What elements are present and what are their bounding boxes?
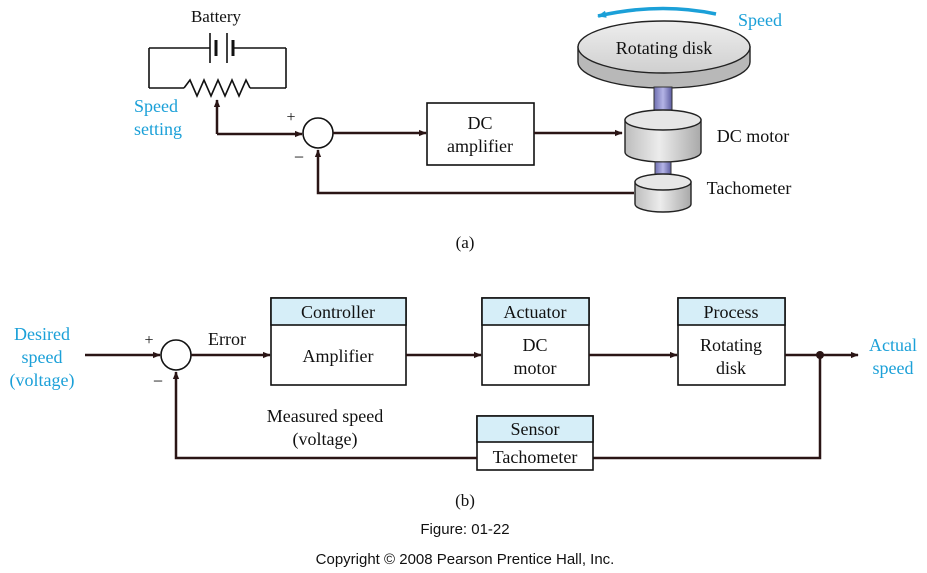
plus-sign-a: +	[286, 109, 295, 126]
actuator-header: Actuator	[504, 302, 567, 322]
measured-speed-label-line2: (voltage)	[293, 429, 358, 450]
dc-amplifier-label-line2: amplifier	[447, 136, 513, 156]
actual-speed-label-line2: speed	[873, 358, 914, 378]
speed-label-a: Speed	[738, 10, 782, 30]
tachometer	[634, 173, 692, 213]
sensor-block	[476, 415, 594, 471]
tachometer-feedback-arrow	[314, 149, 634, 195]
speed-setting-label-line1: Speed	[134, 96, 178, 116]
process-body-line1: Rotating	[700, 335, 762, 355]
speed-setting-signal	[213, 99, 303, 138]
measured-speed-feedback-arrow	[172, 371, 477, 460]
controller-header: Controller	[301, 302, 375, 322]
dc-amplifier-label-line1: DC	[467, 113, 492, 133]
caption-b: (b)	[455, 491, 475, 510]
diagram-b: Desired speed (voltage) + − Error Contro…	[10, 297, 917, 510]
diagram-a: Battery Speed setting + − DC amplifier R…	[134, 6, 792, 252]
process-body-line2: disk	[716, 358, 746, 378]
battery-circuit	[148, 47, 287, 98]
caption-a: (a)	[456, 233, 475, 252]
desired-speed-label-line1: Desired	[14, 324, 70, 344]
speed-rotation-arrow	[597, 6, 717, 18]
battery-label: Battery	[191, 7, 242, 26]
potentiometer-resistor	[183, 78, 251, 98]
minus-sign-b: −	[153, 371, 163, 391]
dc-motor	[624, 109, 702, 163]
process-header: Process	[704, 302, 759, 322]
desired-speed-label-line3: (voltage)	[10, 370, 75, 391]
actual-speed-label-line1: Actual	[869, 335, 917, 355]
dc-motor-label: DC motor	[717, 126, 790, 146]
sensor-body: Tachometer	[493, 447, 578, 467]
desired-speed-label-line2: speed	[22, 347, 63, 367]
copyright-notice: Copyright © 2008 Pearson Prentice Hall, …	[316, 551, 615, 568]
error-label: Error	[208, 329, 246, 349]
output-to-sensor-arrow	[584, 355, 822, 462]
actuator-body-line2: motor	[514, 358, 557, 378]
tachometer-label-a: Tachometer	[707, 178, 792, 198]
controller-block	[270, 297, 407, 386]
controller-body: Amplifier	[303, 346, 374, 366]
rotating-disk	[577, 20, 751, 89]
summing-junction-b	[160, 339, 192, 371]
speed-setting-label-line2: setting	[134, 119, 182, 139]
actuator-body-line1: DC	[522, 335, 547, 355]
rotating-disk-label: Rotating disk	[616, 38, 713, 58]
battery-symbol	[209, 33, 235, 63]
process-block	[677, 297, 786, 386]
minus-sign-a: −	[294, 147, 304, 167]
summing-junction-a	[302, 117, 334, 149]
sensor-header: Sensor	[511, 419, 560, 439]
actuator-block	[481, 297, 590, 386]
figure-label: Figure: 01-22	[420, 521, 509, 538]
plus-sign-b: +	[144, 332, 153, 349]
measured-speed-label-line1: Measured speed	[267, 406, 383, 426]
